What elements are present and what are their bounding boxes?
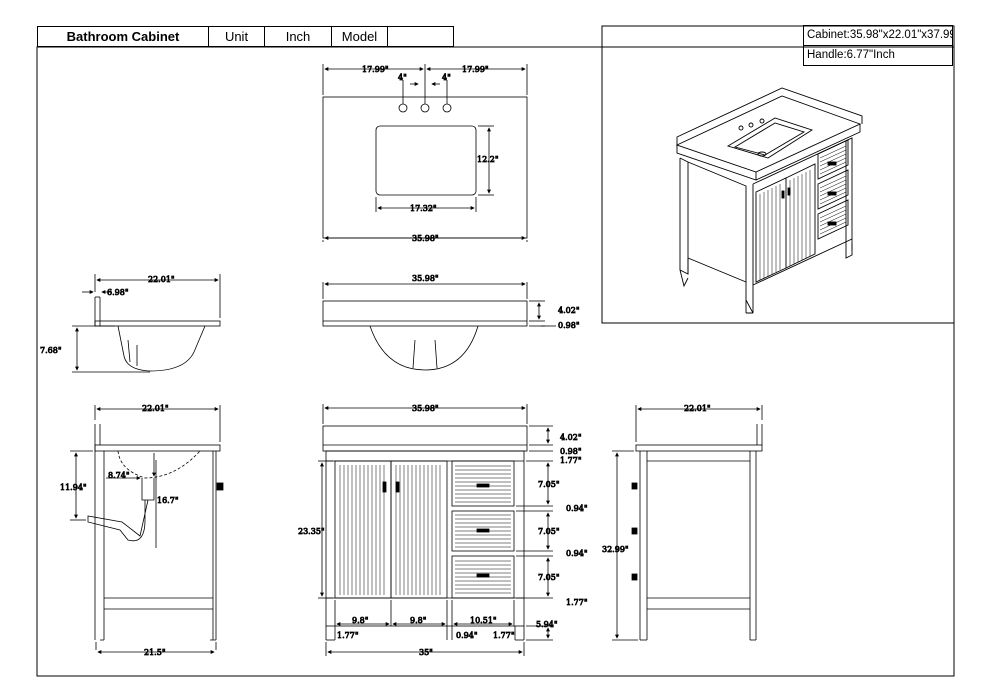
front-top-view: 35.98" 4.02" 0.98"	[322, 274, 580, 371]
dim-drawer-width: 10.51"	[470, 616, 497, 625]
dim-sink-width: 17.32"	[410, 204, 437, 213]
dim-base-depth: 21.5"	[144, 648, 166, 657]
dim-front-top-width: 35.98"	[412, 274, 439, 283]
dim-door-left-width: 9.8"	[352, 616, 368, 625]
dim-drawer-1: 7.05"	[538, 480, 560, 489]
dim-right-depth: 22.01"	[684, 404, 711, 413]
dim-bowl-depth: 7.68"	[40, 346, 62, 355]
dim-top-width: 35.98"	[412, 234, 439, 243]
dim-front-width: 35.98"	[412, 404, 439, 413]
top-view: 17.99" 17.99" 4" 4" 12.2" 17.32" 35.98"	[322, 64, 528, 243]
dim-left-depth: 22.01"	[142, 404, 169, 413]
dim-base-width: 35"	[419, 648, 433, 657]
dim-side-depth: 22.01"	[148, 275, 175, 284]
dim-bottom-rail: 1.77"	[566, 598, 588, 607]
iso-view-frame	[601, 25, 955, 324]
dim-total-height: 32.99"	[602, 545, 629, 554]
dim-half-right: 17.99"	[462, 65, 489, 74]
left-side-view: 22.01" 11.94" 8.74" 16.7" 21.5"	[60, 404, 224, 657]
dim-hole-left: 4"	[398, 73, 407, 82]
dim-drawer-3: 7.05"	[538, 573, 560, 582]
dim-door-right-width: 9.8"	[410, 616, 426, 625]
dim-door-height: 23.35"	[298, 527, 325, 536]
dim-stile-mid: 0.94"	[456, 631, 478, 640]
dim-backsplash-height: 4.02"	[558, 306, 580, 315]
handle-length-cell: Handle:6.77"Inch	[803, 45, 953, 66]
dim-stile-left: 1.77"	[337, 631, 359, 640]
dim-top-rail: 1.77"	[560, 456, 582, 465]
dim-front-backsplash: 4.02"	[560, 433, 582, 442]
dim-front-top-thickness: 0.98"	[560, 447, 582, 456]
dim-drain-offset: 8.74"	[108, 471, 130, 480]
dim-drain-height: 11.94"	[60, 483, 87, 492]
dim-stile-right: 1.77"	[493, 631, 515, 640]
dim-sink-depth: 12.2"	[477, 155, 499, 164]
side-top-view: 22.01" 6.98" 7.68"	[40, 274, 221, 373]
dim-half-left: 17.99"	[362, 65, 389, 74]
isometric-view	[675, 87, 863, 314]
dim-top-thickness: 0.98"	[558, 321, 580, 330]
dim-leg-height: 5.94"	[536, 620, 558, 629]
outer-frame	[36, 46, 955, 677]
dim-drawer-2: 7.05"	[538, 527, 560, 536]
dim-gap-2: 0.94"	[566, 549, 588, 558]
dim-gap-1: 0.94"	[566, 504, 588, 513]
dim-backsplash-depth: 6.98"	[107, 288, 129, 297]
dim-hole-right: 4"	[442, 73, 451, 82]
right-side-view: 22.01" 32.99"	[602, 404, 763, 641]
front-view: 35.98" 23.35" 4.02" 0.98" 1.77" 7.05" 0.…	[298, 404, 588, 658]
dim-drain-depth: 16.7"	[157, 496, 179, 505]
